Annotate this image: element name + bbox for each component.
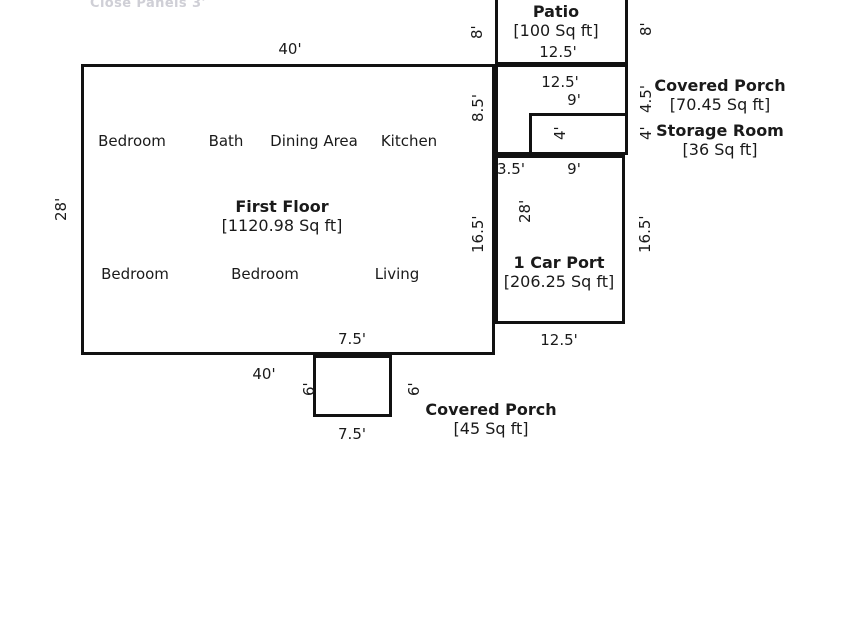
first-floor-title-block: First Floor [1120.98 Sq ft] (222, 197, 343, 235)
dimension-first-floor-top: 40' (278, 40, 302, 58)
covered-porch-right-area: [70.45 Sq ft] (669, 95, 771, 114)
patio-area: [100 Sq ft] (513, 21, 599, 40)
covered-porch-bottom-outline (313, 355, 392, 417)
dimension-patio-right: 8' (637, 22, 655, 36)
storage-room-name: Storage Room (656, 121, 784, 140)
dimension-storage-left: 4' (551, 126, 569, 140)
first-floor-area: [1120.98 Sq ft] (221, 216, 343, 235)
covered-porch-bottom-title-block: Covered Porch [45 Sq ft] (425, 400, 556, 438)
room-label-bedroom-2: Bedroom (101, 265, 169, 283)
covered-porch-bottom-name: Covered Porch (425, 400, 557, 419)
dimension-bottom-porch-right: 6' (405, 382, 423, 396)
dimension-storage-right: 4' (637, 126, 655, 140)
room-label-bedroom-3: Bedroom (231, 265, 299, 283)
patio-outline (495, 0, 628, 65)
covered-porch-right-name: Covered Porch (654, 76, 786, 95)
car-port-name: 1 Car Port (513, 253, 605, 272)
car-port-title-block: 1 Car Port [206.25 Sq ft] (504, 253, 615, 291)
dimension-first-floor-right-upper: 8.5' (469, 94, 487, 122)
room-label-dining-area: Dining Area (270, 132, 358, 150)
patio-title-block: Patio [100 Sq ft] (513, 2, 598, 40)
first-floor-name: First Floor (235, 197, 329, 216)
dimension-patio-bottom: 12.5' (539, 43, 577, 61)
dimension-patio-left: 8' (468, 25, 486, 39)
room-label-living: Living (374, 265, 420, 283)
car-port-outline (495, 155, 625, 324)
dimension-porch-right: 4.5' (637, 85, 655, 113)
dimension-carport-top-right: 9' (567, 160, 581, 178)
dimension-porch-inner: 9' (567, 91, 581, 109)
patio-name: Patio (532, 2, 580, 21)
room-label-bath: Bath (208, 132, 244, 150)
dimension-carport-top-left: 3.5' (497, 160, 525, 178)
dimension-first-floor-bottom-left: 40' (252, 365, 276, 383)
covered-porch-right-title-block: Covered Porch [70.45 Sq ft] (654, 76, 785, 114)
room-label-bedroom-1: Bedroom (98, 132, 166, 150)
storage-room-title-block: Storage Room [36 Sq ft] (656, 121, 784, 159)
dimension-bottom-porch-left: 6' (300, 382, 318, 396)
cut-off-header-text: Close Panels 3' (90, 0, 206, 11)
dimension-porch-top: 12.5' (541, 73, 579, 91)
dimension-first-floor-bottom-notch: 7.5' (338, 330, 366, 348)
dimension-first-floor-left: 28' (52, 197, 70, 221)
dimension-bottom-porch-bottom: 7.5' (338, 425, 366, 443)
car-port-area: [206.25 Sq ft] (503, 272, 615, 291)
dimension-carport-left: 28' (516, 199, 534, 223)
first-floor-outline (81, 64, 495, 355)
dimension-carport-right: 16.5' (636, 215, 654, 253)
dimension-carport-bottom: 12.5' (540, 331, 578, 349)
covered-porch-bottom-area: [45 Sq ft] (453, 419, 529, 438)
storage-room-outline (529, 113, 628, 155)
room-label-kitchen: Kitchen (380, 132, 438, 150)
storage-room-area: [36 Sq ft] (682, 140, 758, 159)
dimension-first-floor-right-lower: 16.5' (469, 215, 487, 253)
